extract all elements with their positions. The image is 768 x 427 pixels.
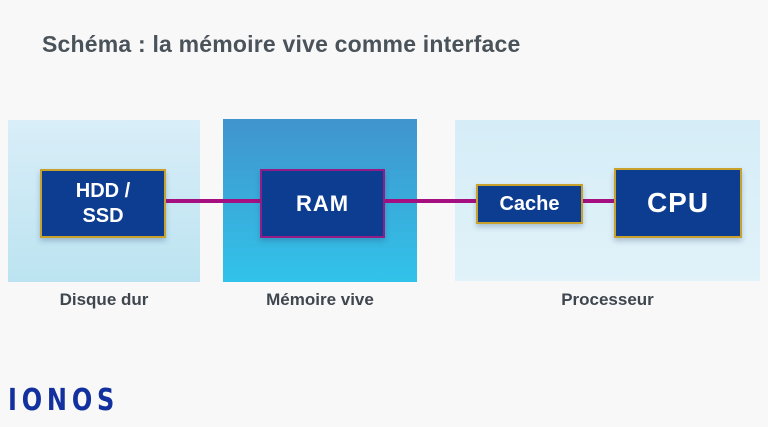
ram-box: RAM: [260, 169, 385, 238]
page-title: Schéma : la mémoire vive comme interface: [42, 31, 521, 57]
cpu-label: CPU: [646, 187, 710, 218]
cache-label: Cache: [499, 192, 560, 215]
connector-ram-to-cache: [383, 199, 478, 203]
panel-label-cpu: Processeur: [561, 290, 654, 309]
ionos-logo: IONOS: [8, 383, 120, 418]
cpu-box: CPU: [614, 168, 742, 238]
connector-hdd-to-ram: [162, 199, 264, 203]
ram-label: RAM: [295, 190, 350, 216]
hdd-ssd-label-line1: HDD /: [75, 180, 131, 203]
panel-label-ram: Mémoire vive: [266, 290, 374, 309]
hdd-ssd-label-line2: SSD: [82, 204, 124, 227]
cache-box: Cache: [476, 184, 583, 224]
connector-cache-to-cpu: [581, 199, 617, 203]
hdd-ssd-box: HDD / SSD: [40, 169, 166, 238]
panel-label-disk: Disque dur: [59, 290, 149, 309]
